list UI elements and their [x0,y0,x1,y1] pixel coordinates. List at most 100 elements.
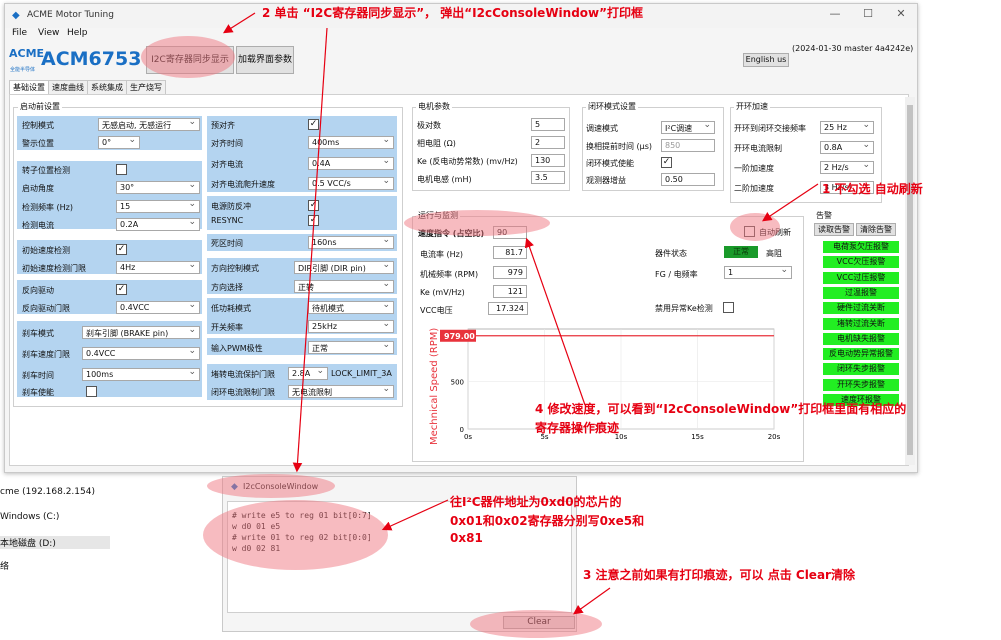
menu-help[interactable]: Help [67,28,88,38]
label-pwm-polarity: 输入PWM极性 [211,344,263,353]
select-closedloop-current[interactable]: 无电流限制 [288,385,394,398]
scrollbar-thumb[interactable] [907,105,913,455]
input-ke-constant[interactable]: 130 [531,154,565,167]
label-prealign: 预对齐 [211,121,235,130]
chart-xtick-label: 10s [615,433,628,441]
label-align-ramp: 对齐电流爬升速度 [211,180,275,189]
chart-xtick-label: 15s [691,433,704,441]
close-button[interactable]: ✕ [896,7,906,20]
highlight-console-title [207,474,335,498]
logo-subtitle: 全能半导体 [10,67,36,73]
select-switch-freq[interactable]: 25kHz [308,320,394,333]
select-align-ramp[interactable]: 0.5 VCC/s [308,177,394,190]
alarm-item: VCC欠压报警 [823,256,899,269]
input-phase-resistance[interactable]: 2 [531,136,565,149]
maximize-button[interactable]: ☐ [863,7,873,20]
label-mechanical-freq: 机械频率 (RPM) [420,270,479,279]
label-pole-pairs: 极对数 [417,121,441,130]
panel-anti-reverse [207,196,397,230]
label-lock-current: 堵转电流保护门限 [211,370,275,379]
select-accel-1[interactable]: 2 Hz/s [820,161,874,174]
select-reverse-drive-threshold[interactable]: 0.4VCC [116,301,200,314]
select-direction-mode[interactable]: DIR引脚 (DIR pin) [294,261,394,274]
alarm-item: 电荷泵欠压报警 [823,241,899,253]
input-pole-pairs[interactable]: 5 [531,118,565,131]
value-electrical-freq: 81.7 [493,246,527,259]
select-detect-current[interactable]: 0.2A [116,218,200,231]
select-brake-speed[interactable]: 0.4VCC [82,347,200,360]
select-accel-2[interactable]: 3 Hz/s² [820,181,874,194]
clear-alarm-button[interactable]: 清除告警 [856,223,896,236]
title-bar: ◆ ACME Motor Tuning — ☐ ✕ [5,4,917,28]
select-lock-current[interactable]: 2.8A [288,367,328,380]
vertical-scrollbar[interactable] [905,97,915,465]
label-anti-reverse: 电源防反冲 [211,202,251,211]
menu-file[interactable]: File [12,28,28,38]
value-vcc-voltage: 17.324 [488,302,528,315]
select-start-angle[interactable]: 30° [116,181,200,194]
select-warn-position[interactable]: 0° [98,136,140,149]
list-item[interactable]: Windows (C:) [0,512,60,522]
label-start-angle: 启动角度 [22,184,54,193]
chart-ytick-label: 0 [460,426,464,434]
input-commutation-advance[interactable]: 850 [661,139,715,152]
label-direction: 方向选择 [211,283,243,292]
label-dead-time: 死区时间 [211,239,243,248]
label-ke-constant: Ke (反电动势常数) (mv/Hz) [417,157,518,166]
select-initial-speed-threshold[interactable]: 4Hz [116,261,200,274]
select-align-time[interactable]: 400ms [308,136,394,149]
select-align-current[interactable]: 0.4A [308,157,394,170]
chart-ylabel: Mechnical Speed (RPM) [429,328,440,445]
label-ke-measured: Ke (mV/Hz) [420,288,465,297]
label-control-mode: 控制模式 [22,121,54,130]
load-params-button[interactable]: 加载界面参数 [236,46,294,74]
list-item[interactable]: cme (192.168.2.154) [0,487,95,497]
select-detect-freq[interactable]: 15 [116,200,200,213]
annotation-step-2: 2 单击 “I2C寄存器同步显示”， 弹出“I2cConsoleWindow”打… [262,6,644,20]
select-speed-mode[interactable]: I²C调速 [661,121,715,134]
select-handover-freq[interactable]: 25 Hz [820,121,874,134]
accel-group-title: 开环加速 [734,101,770,112]
input-observer-gain[interactable]: 0.50 [661,173,715,186]
checkbox-prealign[interactable]: ✓ [308,119,319,130]
label-brake-speed: 刹车速度门限 [22,350,70,359]
minimize-button[interactable]: — [829,7,841,20]
chart-xtick-label: 5s [540,433,548,441]
label-detect-freq: 检测频率 (Hz) [22,203,73,212]
select-control-mode[interactable]: 无感启动, 无感运行 [98,118,200,131]
menu-view[interactable]: View [38,28,60,38]
list-item[interactable]: 络 [0,562,10,572]
select-brake-mode[interactable]: 刹车引脚 (BRAKE pin) [82,326,200,339]
label-low-power: 低功耗模式 [211,304,251,313]
select-openloop-current[interactable]: 0.8A [820,141,874,154]
english-button[interactable]: English us [743,53,789,67]
highlight-clear-button [470,610,602,638]
select-low-power[interactable]: 待机模式 [308,301,394,314]
checkbox-disable-ke-check[interactable] [723,302,734,313]
label-initial-speed: 初始速度检测 [22,246,70,255]
checkbox-initial-speed[interactable]: ✓ [116,244,127,255]
device-state-badge: 正常 [724,246,758,258]
checkbox-anti-reverse[interactable]: ✓ [308,200,319,211]
label-inductance: 电机电感 (mH) [417,175,472,184]
checkbox-brake-enable[interactable] [86,386,97,397]
checkbox-reverse-drive[interactable]: ✓ [116,284,127,295]
checkbox-closedloop-enable[interactable]: ✓ [661,157,672,168]
label-commutation-advance: 换相提前时间 (μs) [586,142,653,151]
checkbox-rotor-detect[interactable] [116,164,127,175]
list-item[interactable]: 本地磁盘 (D:) [0,536,110,549]
window-title: ACME Motor Tuning [27,10,114,20]
alarm-item: 闭环失步报警 [823,363,899,376]
read-alarm-button[interactable]: 读取告警 [814,223,854,236]
startup-group-title: 启动前设置 [18,101,62,112]
select-brake-time[interactable]: 100ms [82,368,200,381]
label-align-time: 对齐时间 [211,139,243,148]
select-fg-freq[interactable]: 1 [724,266,792,279]
annotation-i2c-line2: 0x01和0x02寄存器分别写0xe5和 [450,514,645,528]
accel-group [730,107,882,203]
select-pwm-polarity[interactable]: 正常 [308,341,394,354]
select-dead-time[interactable]: 160ns [308,236,394,249]
input-inductance[interactable]: 3.5 [531,171,565,184]
label-direction-mode: 方向控制模式 [211,264,259,273]
select-direction[interactable]: 正转 [294,280,394,293]
